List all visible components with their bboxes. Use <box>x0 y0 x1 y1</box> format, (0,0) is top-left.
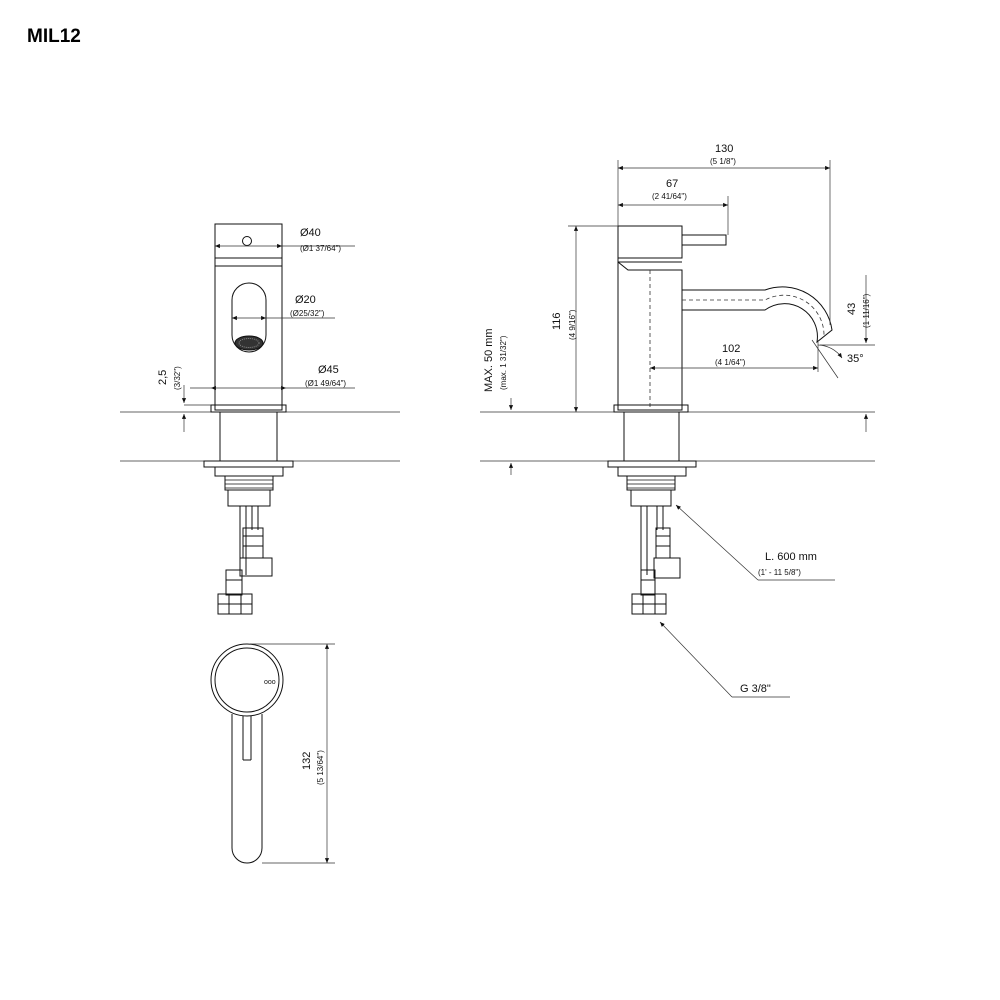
dim-spout-reach-label: 102 <box>722 343 740 355</box>
dim-max-thickness-label: MAX. 50 mm <box>483 328 495 392</box>
dim-top-length-imperial: (5 13/64") <box>316 750 325 785</box>
lever-handle <box>681 234 727 246</box>
dim-lever-length-imperial: (2 41/64") <box>652 192 687 201</box>
spout-top <box>231 714 263 864</box>
dim-diam45-imperial: (Ø1 49/64") <box>305 379 346 388</box>
hose-fitting-lower <box>225 569 243 596</box>
dim-lever-length-label: 67 <box>666 178 678 190</box>
dim-diam20-imperial: (Ø25/32") <box>290 309 325 318</box>
dim-diam45-label: Ø45 <box>318 364 339 376</box>
faucet-body-front <box>214 223 283 411</box>
front-view: Ø40 (Ø1 37/64") Ø20 (Ø25/32") Ø45 (Ø1 49… <box>120 223 400 615</box>
dim-total-length-label: 130 <box>715 143 733 155</box>
dim-total-length-imperial: (5 1/8") <box>710 157 736 166</box>
dim-spout-height-imperial: (1 11/16") <box>862 293 871 328</box>
lever-dot <box>242 236 252 246</box>
dim-diam40-label: Ø40 <box>300 227 321 239</box>
top-view: ooo 132 (5 13/64") <box>210 643 335 864</box>
hose-length-label: L. 600 mm <box>765 551 817 563</box>
dim-base-height-label: 2,5 <box>157 370 169 385</box>
connection-label: G 3/8" <box>740 683 771 695</box>
lever-cap <box>617 225 683 259</box>
dim-height-label: 116 <box>551 312 563 330</box>
dim-max-thickness-imperial: (max. 1 31/32") <box>499 335 508 390</box>
dim-base-height-imperial: (3/32") <box>173 366 182 390</box>
dim-height-imperial: (4 9/16") <box>568 309 577 340</box>
spout <box>682 286 833 344</box>
dim-diam20-label: Ø20 <box>295 294 316 306</box>
dim-top-length-label: 132 <box>301 752 313 770</box>
dim-spout-height-label: 43 <box>846 303 858 315</box>
hose-length-imperial: (1' - 11 5/8") <box>758 568 801 577</box>
dim-spout-angle-label: 35° <box>847 353 864 365</box>
svg-text:ooo: ooo <box>264 679 276 686</box>
dim-diam40-imperial: (Ø1 37/64") <box>300 244 341 253</box>
body-top-circle <box>210 643 284 717</box>
page-title: MIL12 <box>27 26 81 47</box>
side-view: 130 (5 1/8") 67 (2 41/64") 116 (4 9/16")… <box>480 143 875 698</box>
dim-spout-reach-imperial: (4 1/64") <box>715 358 746 367</box>
